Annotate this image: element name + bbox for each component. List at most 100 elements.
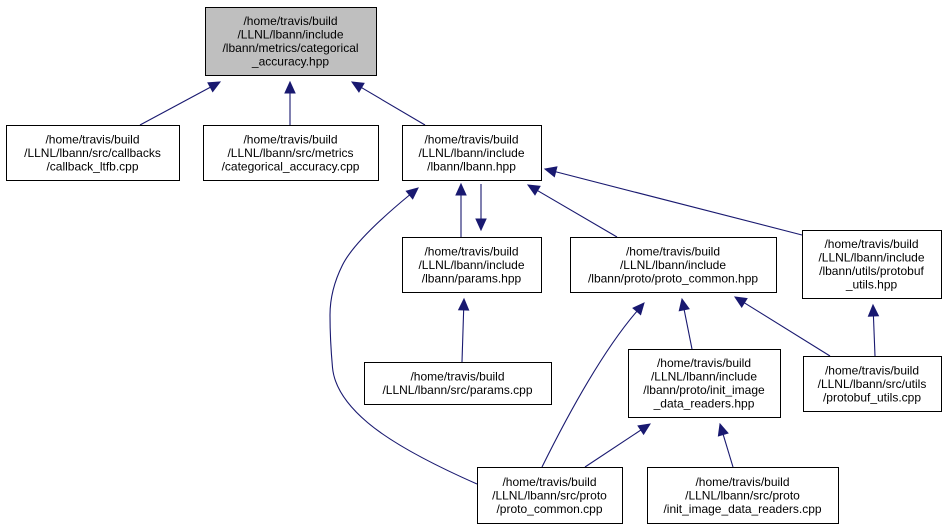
node-protobuf-utils-hpp[interactable]: /home/travis/build/LLNL/lbann/include/lb… [802,230,942,299]
node-label-line: /lbann/proto/init_image [643,383,765,397]
node-box [402,237,542,293]
node-label-line: /home/travis/build [695,475,789,489]
node-init-image-hpp[interactable]: /home/travis/build/LLNL/lbann/include/lb… [628,349,781,418]
edge-proto_common_cpp-to-lbann_hpp [329,187,478,485]
node-categorical-cpp[interactable]: /home/travis/build/LLNL/lbann/src/metric… [203,125,379,181]
edge-proto_common_cpp-to-proto_common_hpp [541,302,645,468]
edge-line [537,190,618,238]
node-box [205,7,377,76]
edge-lbann_hpp-to-root [350,81,426,126]
node-label-line: _accuracy.hpp [251,55,329,69]
node-params-cpp[interactable]: /home/travis/build/LLNL/lbann/src/params… [364,362,552,405]
node-box [628,349,781,418]
node-label-line: /LLNL/lbann/src/proto [685,488,800,502]
arrowhead [867,303,880,317]
node-label-line: /LLNL/lbann/src/utils [818,377,927,391]
node-label-line: /LLNL/lbann/include [651,370,757,384]
edge-line [361,87,426,126]
node-proto-common-hpp[interactable]: /home/travis/build/LLNL/lbann/include/lb… [570,237,777,293]
arrowhead [350,81,365,93]
edge-params_cpp-to-params_hpp [457,297,470,363]
node-label-line: /LLNL/lbann/src/proto [492,488,607,502]
node-box [6,125,180,181]
node-box [477,467,623,524]
node-label-line: /home/travis/build [243,14,337,28]
node-box [203,125,379,181]
arrowhead [284,80,296,94]
node-label-line: /home/travis/build [243,132,337,146]
edge-callback_ltfb-to-root [139,81,222,126]
arrowhead [543,166,558,178]
edge-line [329,194,478,485]
edge-protobuf_utils_cpp-to-protobuf_utils_hpp [867,303,880,357]
arrowhead [733,296,748,308]
edge-line [555,171,803,236]
node-root[interactable]: /home/travis/build/LLNL/lbann/include/lb… [205,7,377,76]
node-label-line: _data_readers.hpp [653,397,755,411]
node-label-line: /LLNL/lbann/include [620,258,726,272]
arrowhead [637,423,652,436]
node-label-line: /lbann/proto/proto_common.hpp [588,271,758,285]
edge-proto_common_cpp-to-init_image_hpp [584,423,652,468]
node-box [570,237,777,293]
edge-line [461,309,465,363]
arrowhead [405,187,419,200]
node-label-line: /lbann/metrics/categorical [222,41,358,55]
node-proto-common-cpp[interactable]: /home/travis/build/LLNL/lbann/src/proto/… [477,467,623,524]
node-label-line: /LLNL/lbann/src/metrics [227,146,353,160]
node-label-line: /LLNL/lbann/src/callbacks [24,146,161,160]
node-box [802,230,942,299]
node-lbann-hpp[interactable]: /home/travis/build/LLNL/lbann/include/lb… [402,125,542,181]
edge-protobuf_utils_hpp-to-lbann_hpp [543,166,803,236]
node-box [364,362,552,405]
arrowhead [455,182,467,196]
edge-proto_common_hpp-to-lbann_hpp [526,184,618,238]
node-label-line: /home/travis/build [825,363,919,377]
node-label-line: /home/travis/build [424,132,518,146]
edge-line [139,86,211,126]
edge-line [683,309,693,350]
edge-init_image_cpp-to-init_image_hpp [717,422,734,468]
arrowhead [457,297,470,311]
node-init-image-cpp[interactable]: /home/travis/build/LLNL/lbann/src/proto/… [647,467,839,524]
node-label-line: /protobuf_utils.cpp [823,390,921,404]
arrowhead [207,81,222,93]
node-label-line: /home/travis/build [424,244,518,258]
node-label-line: /proto_common.cpp [496,502,602,516]
edge-lbann_hpp-to-params_hpp [475,184,487,232]
edge-line [722,434,734,468]
node-label-line: /LLNL/lbann/src/params.cpp [382,383,532,397]
node-label-line: /LLNL/lbann/include [237,28,343,42]
node-protobuf-utils-cpp[interactable]: /home/travis/build/LLNL/lbann/src/utils/… [803,356,942,412]
arrowhead [632,302,645,316]
edge-layer [139,80,880,485]
node-label-line: /callback_ltfb.cpp [46,159,138,173]
node-box [647,467,839,524]
node-label-line: /home/travis/build [45,132,139,146]
node-label-line: /home/travis/build [626,244,720,258]
node-callback-ltfb[interactable]: /home/travis/build/LLNL/lbann/src/callba… [6,125,180,181]
node-label-line: /home/travis/build [410,370,504,384]
node-label-line: /lbann/params.hpp [422,271,522,285]
node-label-line: _utils.hpp [845,278,898,292]
arrowhead [475,218,487,232]
node-label-line: /LLNL/lbann/include [418,258,524,272]
edge-line [872,315,876,357]
edge-params_hpp-to-lbann_hpp [455,182,467,237]
node-box [803,356,942,412]
node-box [402,125,542,181]
node-params-hpp[interactable]: /home/travis/build/LLNL/lbann/include/lb… [402,237,542,293]
edge-line [584,429,642,468]
node-label-line: /home/travis/build [824,237,918,251]
edge-protobuf_utils_cpp-to-proto_common_hpp [733,296,831,357]
node-label-line: /lbann/utils/protobuf [819,264,924,278]
arrowhead [678,297,690,312]
node-label-line: /home/travis/build [657,356,751,370]
arrowhead [526,184,541,196]
node-label-line: /home/travis/build [502,475,596,489]
node-layer: /home/travis/build/LLNL/lbann/include/lb… [6,7,942,524]
node-label-line: /LLNL/lbann/include [818,251,924,265]
node-label-line: /lbann/lbann.hpp [427,159,516,173]
edge-init_image_hpp-to-proto_common_hpp [678,297,693,350]
